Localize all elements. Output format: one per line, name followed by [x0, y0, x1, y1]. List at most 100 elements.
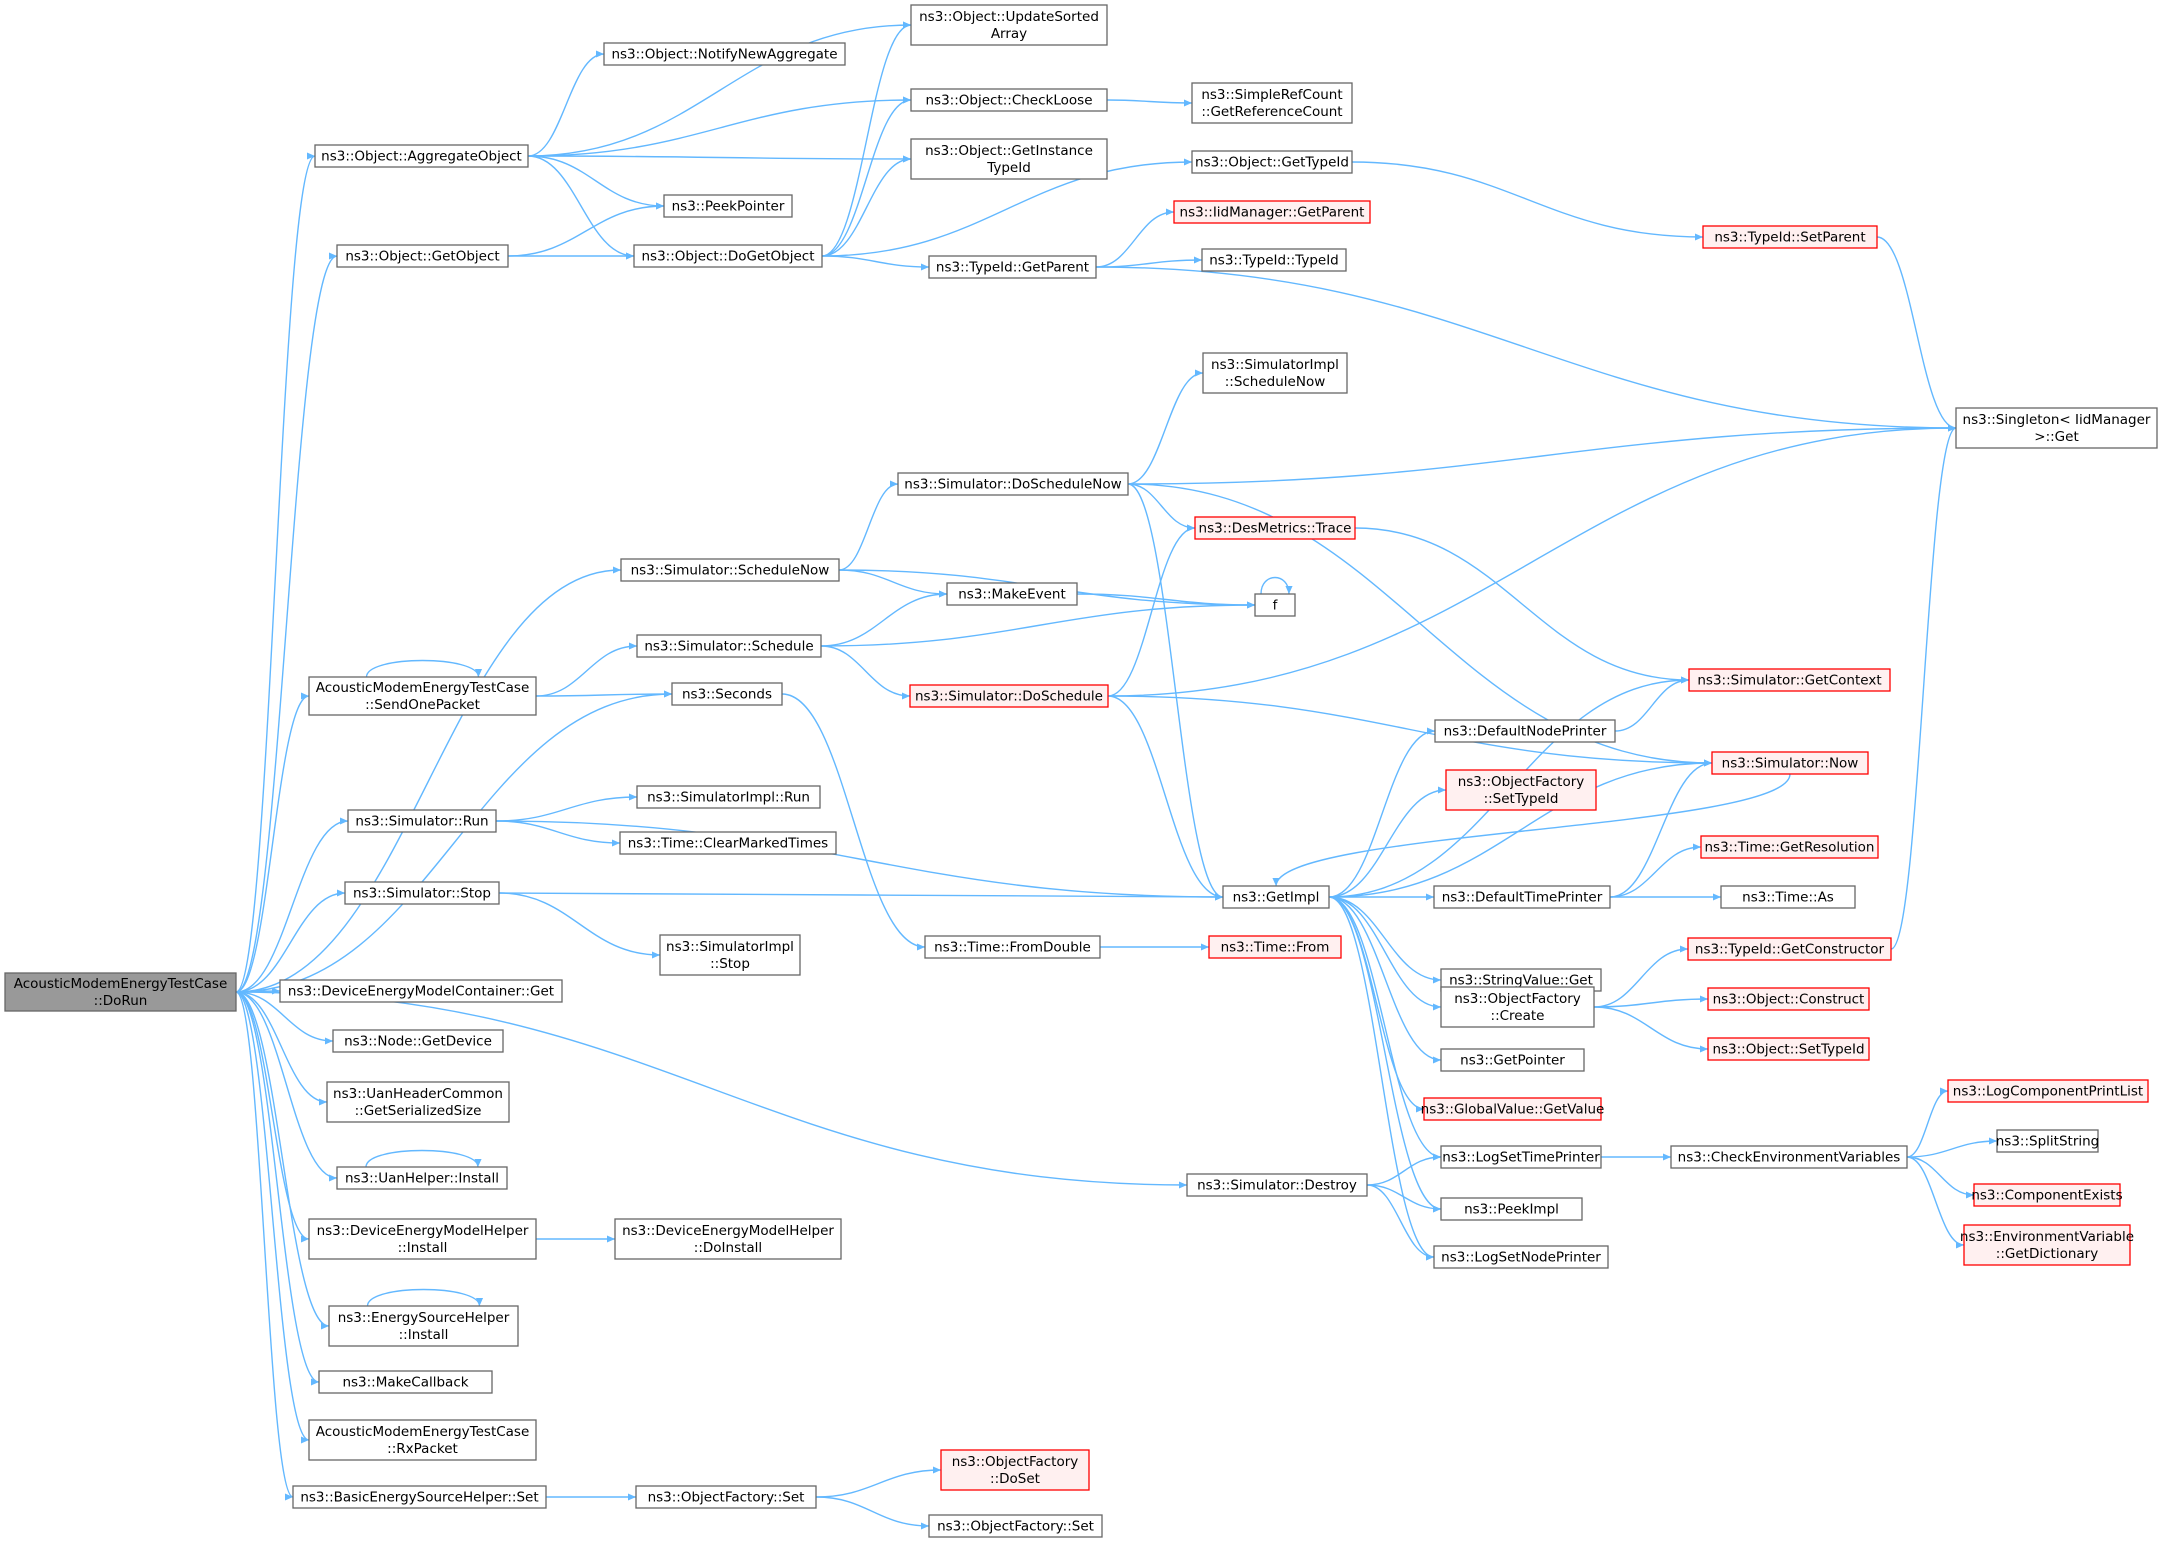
node-peekimpl[interactable]: ns3::PeekImpl: [1440, 1197, 1583, 1221]
node-notifynew[interactable]: ns3::Object::NotifyNewAggregate: [603, 42, 846, 66]
node-tidsetparent[interactable]: ns3::TypeId::SetParent: [1702, 225, 1878, 249]
node-label: ns3::SplitString: [1996, 1134, 2100, 1150]
edge-root-to-demhinstall: [235, 991, 310, 1243]
edge-aggregate-to-notifynew: [527, 50, 605, 157]
node-checkloose[interactable]: ns3::Object::CheckLoose: [910, 88, 1108, 112]
node-simstop[interactable]: ns3::Simulator::Stop: [344, 881, 500, 905]
node-box: [314, 144, 529, 168]
node-singleton[interactable]: ns3::Singleton< IidManager >::Get: [1955, 407, 2158, 449]
node-envvar[interactable]: ns3::EnvironmentVariable::GetDictionary: [1960, 1224, 2134, 1266]
node-tidtypeid[interactable]: ns3::TypeId::TypeId: [1201, 248, 1347, 272]
node-fromdouble[interactable]: ns3::Time::FromDouble: [924, 935, 1101, 959]
edge-doschednow-to-singleton: [1127, 424, 1957, 485]
node-objgettid[interactable]: ns3::Object::GetTypeId: [1191, 150, 1353, 174]
node-ofset2[interactable]: ns3::ObjectFactory::Set: [928, 1514, 1103, 1538]
node-simimplschednow[interactable]: ns3::SimulatorImpl::ScheduleNow: [1202, 352, 1348, 394]
edge-simrun-to-clearmarked: [495, 820, 621, 847]
edge-root-to-simdestroy: [235, 991, 1188, 1189]
node-demhinstall[interactable]: ns3::DeviceEnergyModelHelper::Install: [308, 1218, 537, 1260]
node-label: ns3::Time::ClearMarkedTimes: [628, 836, 828, 852]
node-tidgetctor[interactable]: ns3::TypeId::GetConstructor: [1687, 937, 1892, 961]
node-label: ::SetTypeId: [1484, 791, 1559, 807]
node-besset[interactable]: ns3::BasicEnergySourceHelper::Set: [292, 1485, 547, 1509]
node-compexists[interactable]: ns3::ComponentExists: [1971, 1183, 2123, 1207]
node-makecallback[interactable]: ns3::MakeCallback: [318, 1370, 493, 1394]
node-label: ns3::SimulatorImpl: [1211, 357, 1339, 373]
node-schednow[interactable]: ns3::Simulator::ScheduleNow: [620, 558, 840, 582]
node-label: ns3::ObjectFactory::Set: [648, 1490, 805, 1506]
node-deftimeprinter[interactable]: ns3::DefaultTimePrinter: [1433, 885, 1611, 909]
node-tidgetparent[interactable]: ns3::TypeId::GetParent: [928, 255, 1097, 279]
node-eshinstall[interactable]: ns3::EnergySourceHelper::Install: [328, 1305, 519, 1347]
edge-tidgetparent-to-iidgetparent: [1095, 208, 1175, 268]
node-iidgetparent[interactable]: ns3::IidManager::GetParent: [1173, 200, 1371, 224]
node-label: ns3::DesMetrics::Trace: [1199, 521, 1352, 537]
node-box: [928, 1514, 1103, 1538]
node-box: [1423, 1097, 1602, 1121]
node-simdestroy[interactable]: ns3::Simulator::Destroy: [1186, 1173, 1368, 1197]
node-simrun[interactable]: ns3::Simulator::Run: [347, 809, 497, 833]
node-label: ::Install: [399, 1327, 449, 1343]
node-getobject[interactable]: ns3::Object::GetObject: [336, 244, 509, 268]
node-simpleref[interactable]: ns3::SimpleRefCount::GetReferenceCount: [1191, 82, 1353, 124]
node-timeas[interactable]: ns3::Time::As: [1720, 885, 1856, 909]
node-label: ns3::Simulator::Stop: [353, 886, 491, 902]
node-defnodeprinter[interactable]: ns3::DefaultNodePrinter: [1434, 719, 1616, 743]
node-aggregate[interactable]: ns3::Object::AggregateObject: [314, 144, 529, 168]
node-simimplrun[interactable]: ns3::SimulatorImpl::Run: [636, 785, 821, 809]
node-box: [1201, 248, 1347, 272]
node-getpointer[interactable]: ns3::GetPointer: [1440, 1048, 1585, 1072]
node-splitstring[interactable]: ns3::SplitString: [1996, 1129, 2100, 1153]
node-seconds[interactable]: ns3::Seconds: [671, 682, 783, 706]
node-decget[interactable]: ns3::DeviceEnergyModelContainer::Get: [279, 979, 563, 1003]
node-ofdoset[interactable]: ns3::ObjectFactory::DoSet: [940, 1449, 1090, 1491]
node-uanhdr[interactable]: ns3::UanHeaderCommon::GetSerializedSize: [326, 1081, 510, 1123]
node-simimplstop[interactable]: ns3::SimulatorImpl::Stop: [659, 934, 801, 976]
node-logsettime[interactable]: ns3::LogSetTimePrinter: [1440, 1145, 1602, 1169]
node-root[interactable]: AcousticModemEnergyTestCase::DoRun: [4, 972, 237, 1012]
node-logsetnode[interactable]: ns3::LogSetNodePrinter: [1433, 1245, 1609, 1269]
node-timefrom[interactable]: ns3::Time::From: [1208, 935, 1342, 959]
edge-tidsetparent-to-singleton: [1876, 236, 1957, 432]
node-box: [308, 1218, 537, 1260]
node-ofset[interactable]: ns3::ObjectFactory::Set: [635, 1485, 817, 1509]
node-getcontext[interactable]: ns3::Simulator::GetContext: [1688, 668, 1891, 692]
node-objsettid[interactable]: ns3::Object::SetTypeId: [1707, 1037, 1870, 1061]
node-strvalget[interactable]: ns3::StringValue::Get: [1440, 968, 1602, 992]
node-peekptr[interactable]: ns3::PeekPointer: [663, 194, 793, 218]
node-sendone[interactable]: AcousticModemEnergyTestCase::SendOnePack…: [308, 676, 537, 716]
node-checkenv[interactable]: ns3::CheckEnvironmentVariables: [1670, 1145, 1908, 1169]
node-schedule[interactable]: ns3::Simulator::Schedule: [636, 634, 822, 658]
node-getimpl[interactable]: ns3::GetImpl: [1222, 885, 1330, 909]
node-makeevent[interactable]: ns3::MakeEvent: [946, 582, 1078, 606]
node-doschednow[interactable]: ns3::Simulator::DoScheduleNow: [897, 472, 1129, 496]
edge-checkloose-to-simpleref: [1106, 99, 1193, 107]
node-rxpacket[interactable]: AcousticModemEnergyTestCase::RxPacket: [308, 1419, 537, 1461]
node-label: ns3::Simulator::Schedule: [644, 639, 813, 655]
node-nodegetdev[interactable]: ns3::Node::GetDevice: [332, 1029, 504, 1053]
node-gvgetvalue[interactable]: ns3::GlobalValue::GetValue: [1421, 1097, 1605, 1121]
node-box: [897, 472, 1129, 496]
edge-seconds-to-fromdouble: [781, 693, 926, 951]
node-ofsettypeid[interactable]: ns3::ObjectFactory::SetTypeId: [1445, 769, 1597, 811]
node-simnow[interactable]: ns3::Simulator::Now: [1711, 751, 1869, 775]
node-uaninstall[interactable]: ns3::UanHelper::Install: [336, 1166, 508, 1190]
node-clearmarked[interactable]: ns3::Time::ClearMarkedTimes: [619, 831, 837, 855]
edge-aggregate-to-checkloose: [527, 96, 912, 157]
node-label: AcousticModemEnergyTestCase: [316, 1424, 530, 1440]
node-f[interactable]: f: [1254, 593, 1296, 617]
node-desmetrics[interactable]: ns3::DesMetrics::Trace: [1194, 516, 1356, 540]
node-logcompprint[interactable]: ns3::LogComponentPrintList: [1947, 1079, 2149, 1103]
node-dogetobj[interactable]: ns3::Object::DoGetObject: [633, 244, 823, 268]
node-objconstruct[interactable]: ns3::Object::Construct: [1707, 987, 1870, 1011]
node-dosched[interactable]: ns3::Simulator::DoSchedule: [909, 684, 1109, 708]
node-box: [1687, 937, 1892, 961]
node-label: ns3::DeviceEnergyModelContainer::Get: [288, 984, 554, 1000]
node-demhdoinstall[interactable]: ns3::DeviceEnergyModelHelper::DoInstall: [614, 1218, 842, 1260]
node-getres[interactable]: ns3::Time::GetResolution: [1700, 835, 1879, 859]
edge-aggregate-to-getinst: [527, 155, 912, 163]
node-ofcreate[interactable]: ns3::ObjectFactory::Create: [1440, 986, 1595, 1028]
